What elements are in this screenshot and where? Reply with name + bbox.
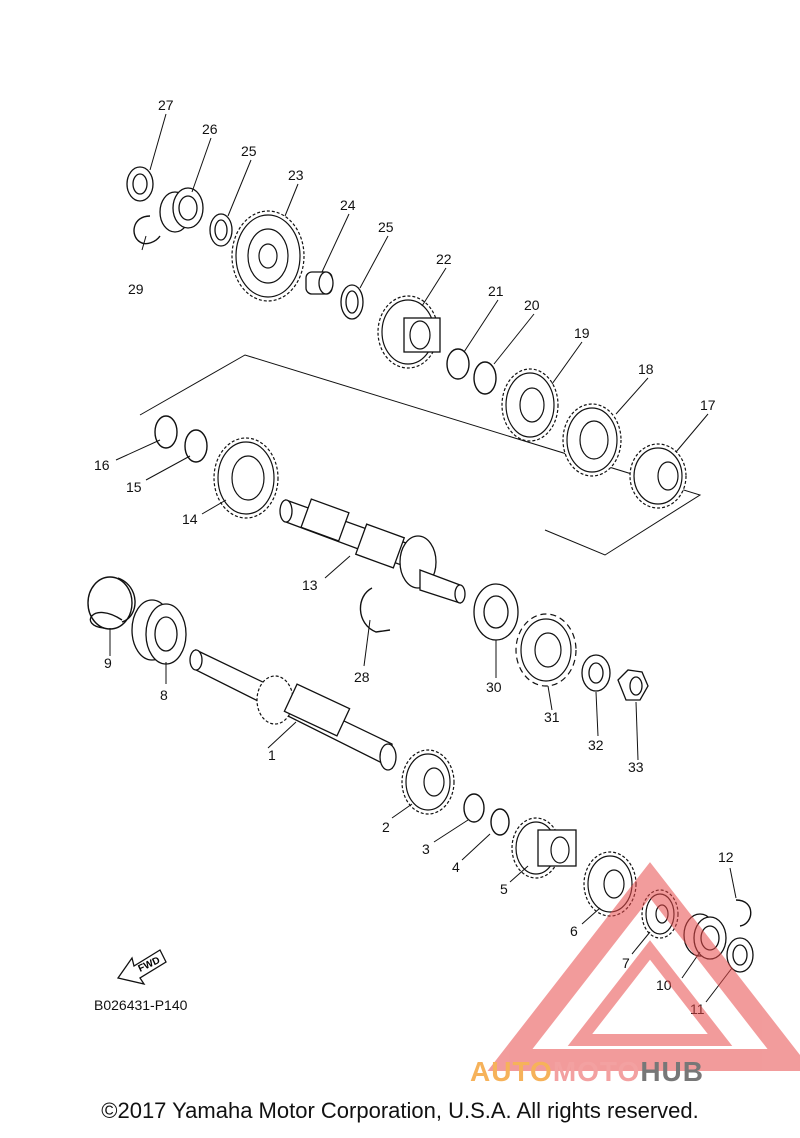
- part-27-washer: [126, 166, 154, 202]
- callout-25-a: 25: [241, 143, 257, 159]
- callout-23: 23: [288, 167, 304, 183]
- callout-28: 28: [354, 669, 370, 685]
- watermark-part2: MOTO: [552, 1056, 641, 1087]
- part-4-circlip: [490, 808, 510, 836]
- group-outline: [139, 354, 702, 556]
- watermark-part3: HUB: [640, 1056, 704, 1087]
- part-20-washer: [473, 361, 497, 395]
- part-28-circlip: [359, 587, 391, 633]
- callout-17: 17: [700, 397, 716, 413]
- part-16-circlip: [154, 415, 178, 449]
- callout-24: 24: [340, 197, 356, 213]
- part-19-gear: [501, 368, 559, 442]
- part-30-washer: [473, 583, 519, 641]
- part-17-gear: [629, 443, 687, 509]
- diagram-code: B026431-P140: [94, 997, 188, 1013]
- callout-labels: 1 2 3 4 5 6 7 8 9 10 11 12 13 14 15 16 1…: [94, 97, 734, 1017]
- part-21-circlip: [446, 348, 470, 380]
- part-33-nut: [617, 669, 649, 701]
- part-3-washer: [463, 793, 485, 823]
- callout-31: 31: [544, 709, 560, 725]
- callout-32: 32: [588, 737, 604, 753]
- watermark-brand: AUTOMOTOHUB: [470, 1056, 704, 1088]
- callout-26: 26: [202, 121, 218, 137]
- part-32-washer: [581, 654, 611, 692]
- callout-15: 15: [126, 479, 142, 495]
- callout-2: 2: [382, 819, 390, 835]
- callout-1: 1: [268, 747, 276, 763]
- part-26-bearing: [159, 187, 204, 233]
- callout-30: 30: [486, 679, 502, 695]
- part-9-circlip: [89, 577, 136, 629]
- callout-14: 14: [182, 511, 198, 527]
- copyright-notice: ©2017 Yamaha Motor Corporation, U.S.A. A…: [101, 1098, 699, 1123]
- part-12-circlip: [735, 899, 752, 927]
- callout-19: 19: [574, 325, 590, 341]
- part-23-gear: [231, 210, 305, 302]
- part-31-sprocket: [515, 613, 577, 687]
- part-15-washer: [184, 429, 208, 463]
- leader-lines: [109, 113, 737, 1003]
- part-5-gear: [511, 817, 577, 879]
- part-11-seal: [726, 937, 754, 973]
- callout-3: 3: [422, 841, 430, 857]
- callout-27: 27: [158, 97, 174, 113]
- callout-21: 21: [488, 283, 504, 299]
- callout-22: 22: [436, 251, 452, 267]
- callout-7: 7: [622, 955, 630, 971]
- callout-33: 33: [628, 759, 644, 775]
- callout-6: 6: [570, 923, 578, 939]
- watermark-triangle-icon: [487, 862, 800, 1071]
- part-22-gear: [377, 295, 441, 369]
- callout-12: 12: [718, 849, 734, 865]
- callout-29: 29: [128, 281, 144, 297]
- callout-16: 16: [94, 457, 110, 473]
- callout-4: 4: [452, 859, 460, 875]
- callout-8: 8: [160, 687, 168, 703]
- part-24-collar: [305, 271, 334, 295]
- part-25-washer-second: [340, 284, 364, 320]
- callout-18: 18: [638, 361, 654, 377]
- part-29-circlip: [133, 215, 161, 245]
- part-13-shaft: [279, 498, 466, 604]
- part-2-gear: [401, 749, 455, 815]
- callout-9: 9: [104, 655, 112, 671]
- watermark-part1: AUTO: [470, 1056, 553, 1087]
- part-1-main-shaft: [189, 648, 397, 771]
- callout-13: 13: [302, 577, 318, 593]
- part-18-gear: [562, 403, 622, 477]
- part-9-circlip-body: [87, 576, 133, 630]
- part-8-bearing: [131, 599, 187, 665]
- fwd-arrow-icon: FWD: [116, 949, 167, 986]
- callout-5: 5: [500, 881, 508, 897]
- callout-25-b: 25: [378, 219, 394, 235]
- callout-20: 20: [524, 297, 540, 313]
- part-25-washer-top: [209, 213, 233, 247]
- part-14-gear: [213, 437, 279, 519]
